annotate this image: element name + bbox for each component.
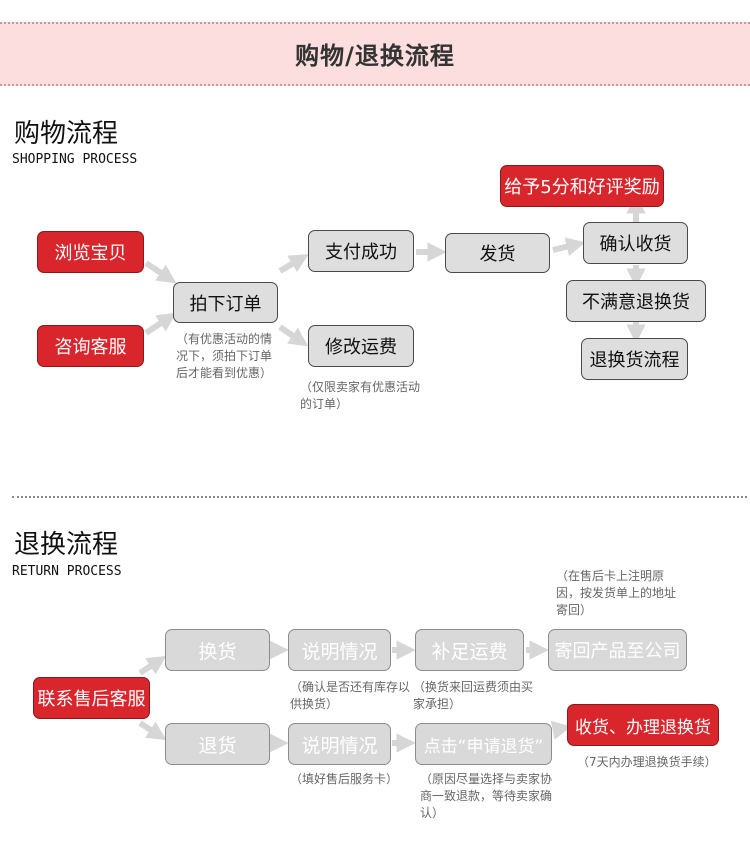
explain-refund-box: 说明情况: [288, 723, 391, 765]
ship-box: 发货: [445, 233, 550, 273]
add-shipping-note: （换货来回运费须由买家承担）: [413, 680, 534, 711]
arrow-consult-order: [144, 312, 177, 336]
modify-shipping-note: （仅限卖家有优惠活动的订单）: [300, 380, 421, 411]
shopping-subtitle: SHOPPING PROCESS: [12, 152, 138, 167]
apply-refund-note: （原因尽量选择与卖家协商一致退款，等待卖家确认）: [420, 772, 553, 820]
section-divider: [12, 496, 747, 498]
browse-items-box: 浏览宝贝: [37, 231, 144, 273]
arrow-contact-exchange: [138, 655, 167, 676]
arrow-apply-receive: [550, 720, 572, 740]
apply-refund-box: 点击“申请退货”: [415, 723, 552, 765]
receive-process-box: 收货、办理退换货: [567, 704, 719, 746]
place-order-note: （有优惠活动的情况下，须拍下订单后才能看到优惠）: [176, 332, 273, 380]
exchange-box: 换货: [165, 629, 270, 671]
send-back-note: （在售后卡上注明原因，按发货单上的地址寄回）: [556, 569, 677, 617]
contact-aftersale-box: 联系售后客服: [33, 677, 150, 719]
explain-exchange-note: （确认是否还有库存以供换货）: [290, 680, 411, 711]
arrow-ship-confirm: [552, 237, 586, 257]
returns-title: 退换流程: [14, 530, 119, 560]
shopping-title: 购物流程: [14, 119, 119, 149]
confirm-receipt-box: 确认收货: [583, 222, 688, 264]
receive-process-note: （7天内办理退换货手续）: [577, 755, 717, 769]
place-order-box: 拍下订单: [173, 282, 278, 323]
returns-subtitle: RETURN PROCESS: [12, 564, 122, 579]
arrow-browse-order: [144, 260, 177, 284]
explain-refund-note: （填好售后服务卡）: [290, 772, 399, 786]
explain-exchange-box: 说明情况: [288, 629, 391, 671]
header-banner: 购物/退换流程: [0, 22, 750, 86]
arrow-order-modify: [278, 324, 309, 347]
reward-box: 给予5分和好评奖励: [500, 165, 664, 207]
arrow-contact-refund: [138, 720, 167, 741]
consult-service-box: 咨询客服: [37, 325, 144, 367]
add-shipping-box: 补足运费: [415, 629, 524, 671]
refund-box: 退货: [165, 723, 270, 765]
banner-title: 购物/退换流程: [295, 42, 455, 70]
arrow-order-pay: [278, 254, 309, 274]
unsatisfied-return-box: 不满意退换货: [566, 280, 706, 322]
return-process-box: 退换货流程: [581, 338, 688, 380]
modify-shipping-box: 修改运费: [308, 325, 414, 367]
pay-success-box: 支付成功: [308, 230, 414, 272]
send-back-box: 寄回产品至公司: [548, 629, 687, 671]
